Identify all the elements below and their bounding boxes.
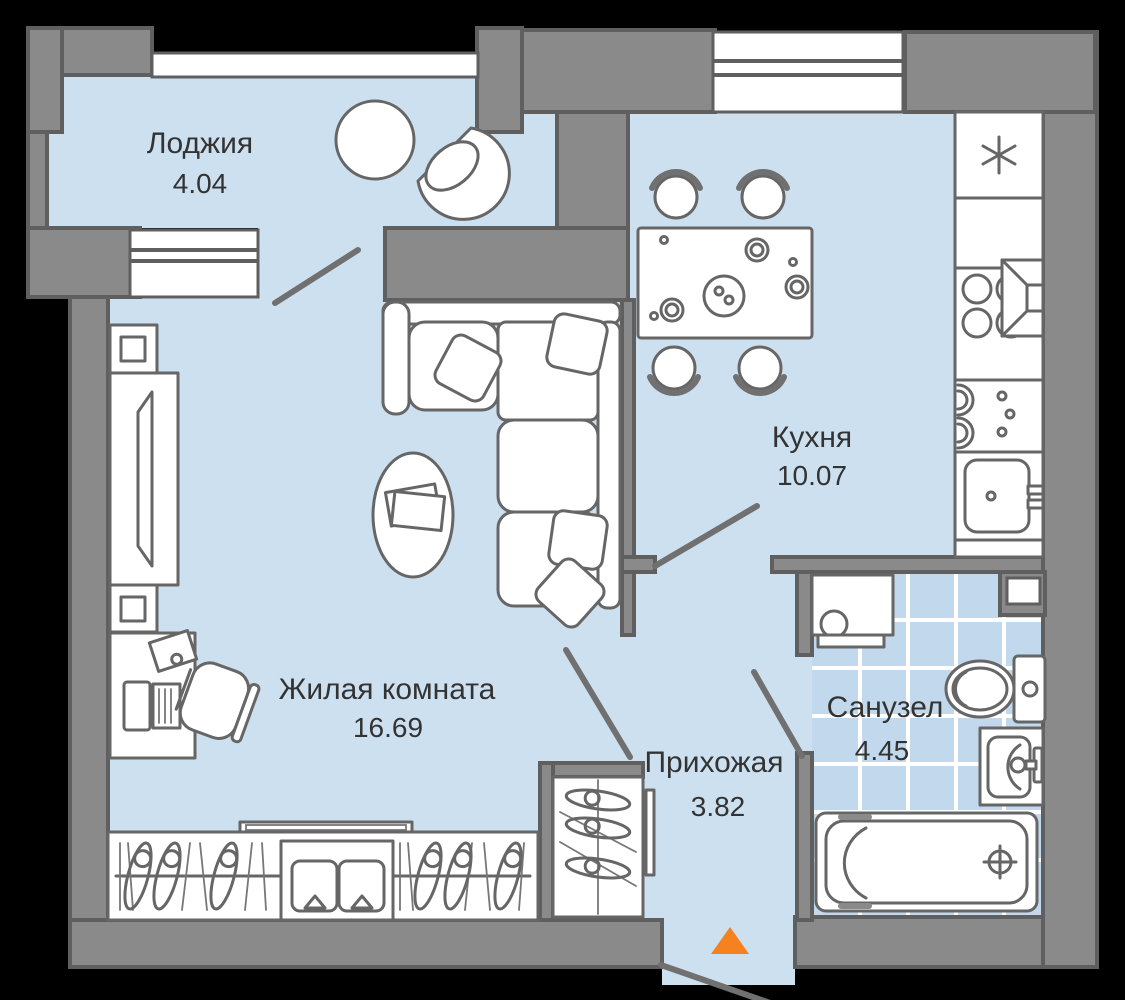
label-bathroom: Санузел	[827, 691, 944, 724]
stove	[961, 258, 1045, 339]
kitchen-sink	[963, 458, 1045, 534]
label-loggia: Лоджия	[147, 127, 253, 160]
balcony-door-swing	[272, 247, 361, 306]
living-room-window	[128, 228, 260, 299]
hall-closet	[551, 775, 656, 919]
dining-table	[636, 226, 814, 340]
living-door-swing	[563, 647, 633, 760]
loggia-glazing	[150, 51, 480, 79]
drain-icon	[982, 844, 1018, 880]
label-living: Жилая комната	[279, 673, 496, 706]
tv-icon	[136, 390, 154, 568]
area-bathroom: 4.45	[855, 735, 910, 766]
area-loggia: 4.04	[173, 168, 228, 199]
entrance-marker-icon	[711, 927, 749, 954]
tub-grip	[838, 814, 872, 820]
cocoon-chair	[416, 126, 511, 221]
bathroom-door-swing	[751, 669, 805, 759]
label-hallway: Прихожая	[644, 746, 783, 779]
pillow	[534, 557, 606, 629]
walls	[26, 26, 1099, 969]
vent-shaft	[998, 570, 1047, 617]
tv-unit	[108, 323, 180, 634]
monitor-icon	[147, 629, 199, 673]
balcony-doorway-floor	[258, 228, 385, 300]
fridge-icon	[981, 135, 1017, 175]
desk	[108, 629, 199, 760]
hangers-left	[119, 841, 267, 911]
area-kitchen: 10.07	[777, 460, 847, 491]
tub-grip	[838, 903, 872, 909]
pillow	[547, 509, 609, 571]
washing-machine	[810, 573, 895, 649]
bathtub	[814, 811, 1039, 913]
wardrobe	[106, 820, 540, 922]
area-living: 16.69	[353, 712, 423, 743]
hood-icon	[1000, 258, 1045, 338]
kitchen-door-swing	[652, 503, 760, 569]
entrance-door-swing	[658, 962, 771, 1000]
coffee-table	[371, 451, 455, 579]
bathroom-sink	[978, 726, 1045, 807]
office-chair	[174, 661, 261, 744]
kitchen-window	[711, 30, 905, 114]
dish-rack	[956, 383, 1016, 450]
label-kitchen: Кухня	[772, 421, 852, 454]
sofa	[381, 300, 622, 629]
pillow	[433, 333, 503, 403]
closet-door	[644, 788, 656, 877]
pillow	[545, 312, 609, 376]
loggia-table	[334, 99, 416, 181]
hangers-right	[399, 841, 525, 911]
dining-chairs	[647, 169, 790, 396]
toilet	[944, 654, 1047, 724]
shelf-folded-clothes	[279, 839, 395, 922]
area-hallway: 3.82	[691, 791, 746, 822]
